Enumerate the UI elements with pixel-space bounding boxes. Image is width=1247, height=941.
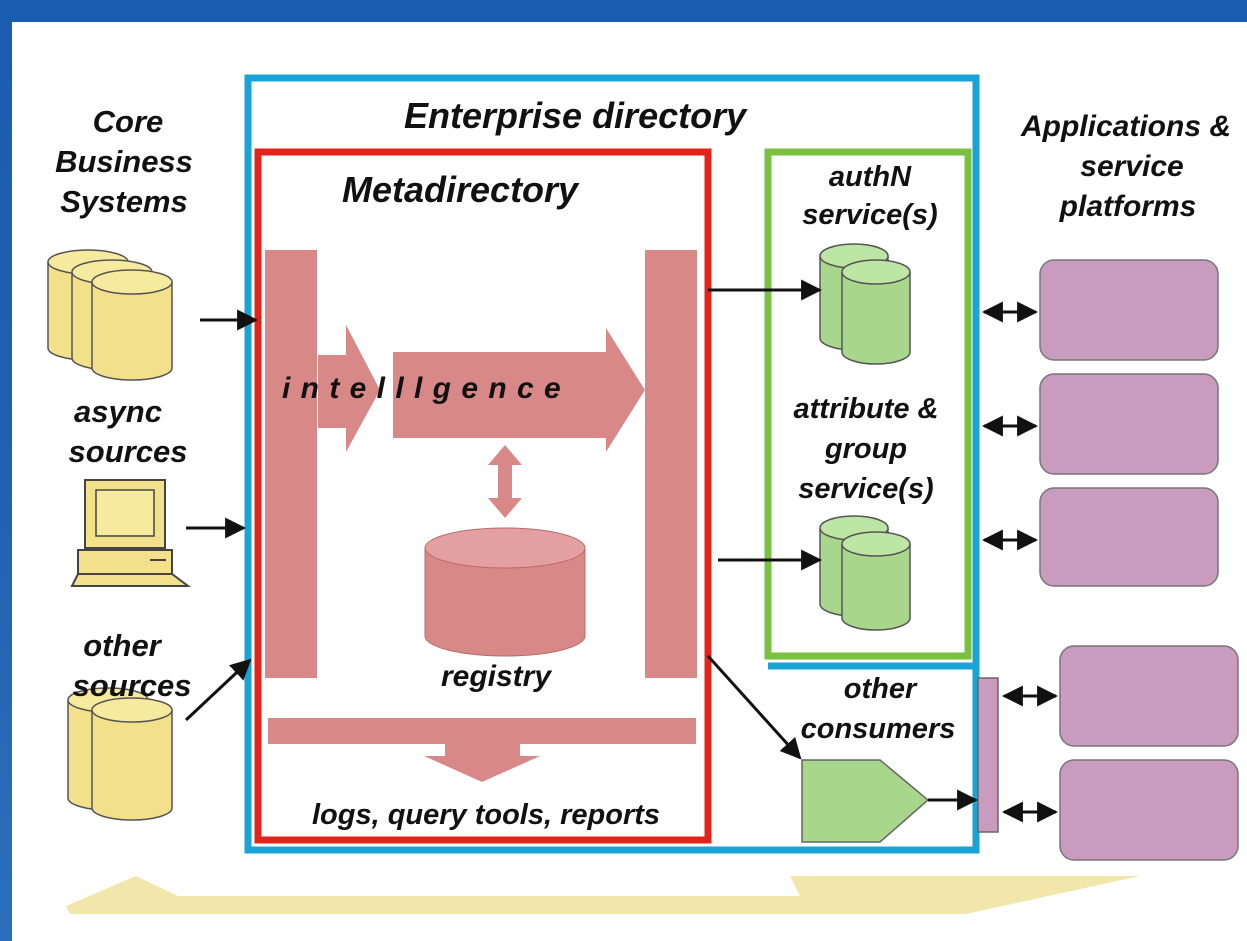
services-box (764, 148, 972, 660)
intelligence-label: i n t e l l l g e n c e (282, 372, 562, 405)
core-systems-database-icon (47, 249, 173, 381)
outbound-flow-bar (645, 250, 697, 678)
async-label-line-2: sources (69, 434, 188, 469)
core-label-line-2: Business (55, 144, 193, 179)
applications-label-line-2: service (1080, 150, 1183, 183)
other-consumers-label-line-2: consumers (801, 713, 956, 745)
diagram-panel (12, 22, 1247, 941)
other-to-metadirectory-arrow (184, 658, 252, 722)
application-box-3 (1039, 487, 1219, 587)
attribute-database-icon (819, 515, 911, 631)
intelligence-arrow-large (393, 328, 645, 452)
registry-link-arrow (488, 445, 522, 518)
application-box-5 (1059, 759, 1239, 861)
other-sources-label-line-2: sources (73, 668, 192, 703)
registry-database-icon (424, 527, 586, 657)
attribute-label-line-2: group (824, 433, 907, 465)
logs-label: logs, query tools, reports (312, 799, 660, 831)
authn-database-icon (819, 243, 911, 365)
computer-icon (70, 479, 191, 587)
registry-label: registry (441, 660, 552, 693)
enterprise-directory-title: Enterprise directory (404, 95, 748, 136)
core-label-line-3: Systems (60, 184, 188, 219)
enterprise-directory-box (244, 74, 980, 854)
metadirectory-title: Metadirectory (342, 169, 580, 210)
applications-label-line-3: platforms (1059, 190, 1197, 223)
application-box-2 (1039, 373, 1219, 475)
application-box-4 (1059, 645, 1239, 747)
reporting-flow-bar (268, 718, 696, 744)
bottom-flow-arrow (66, 876, 1140, 914)
other-sources-database-icon (67, 687, 173, 821)
application-box-1 (1039, 259, 1219, 361)
authn-label-line-2: service(s) (802, 199, 937, 231)
other-sources-label-line-1: other (83, 628, 162, 663)
other-consumers-connector (801, 759, 930, 843)
reporting-down-arrow (424, 744, 540, 782)
attribute-label-line-3: service(s) (798, 473, 933, 505)
applications-label-line-1: Applications & (1020, 110, 1231, 143)
metadirectory-box (254, 148, 712, 844)
attribute-label-line-1: attribute & (794, 393, 939, 425)
core-label-line-1: Core (93, 104, 164, 139)
intelligence-arrow-small (318, 325, 380, 452)
inbound-flow-bar (265, 250, 317, 678)
metadirectory-to-consumers-arrow (706, 654, 802, 760)
authn-label-line-1: authN (829, 161, 912, 193)
other-consumers-label-line-1: other (844, 673, 918, 705)
consumers-hub-bar (977, 677, 999, 833)
async-label-line-1: async (74, 394, 162, 429)
